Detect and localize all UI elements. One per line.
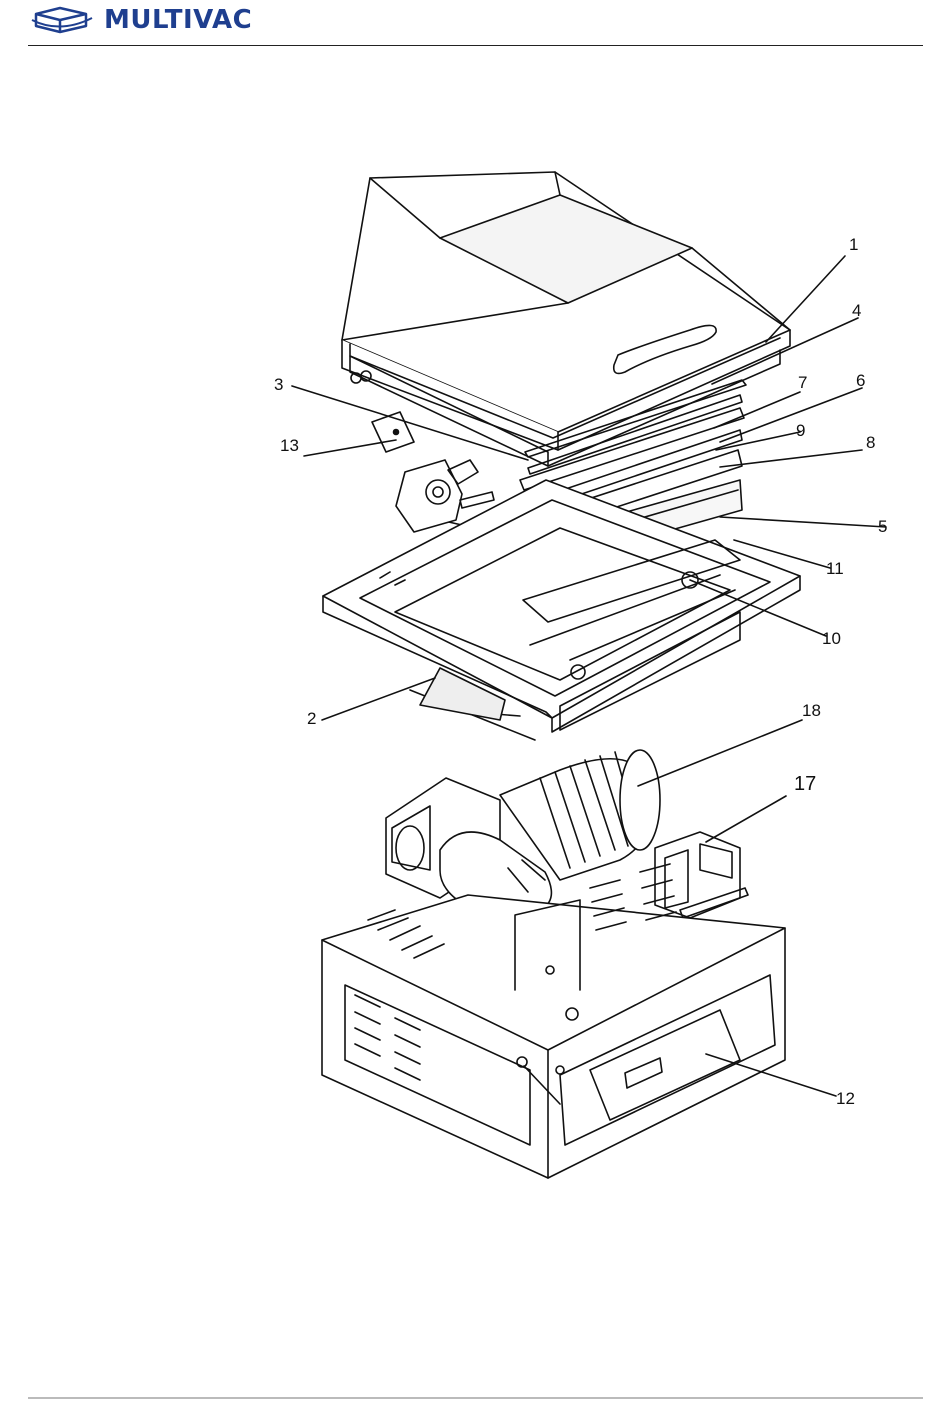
callout-3: 3 [274, 375, 283, 394]
callout-5: 5 [878, 517, 887, 536]
callout-18: 18 [802, 701, 821, 720]
callout-17: 17 [794, 773, 816, 795]
callout-7: 7 [798, 373, 807, 392]
lid-assembly [342, 172, 790, 466]
callout-4: 4 [852, 301, 861, 320]
callout-11: 11 [826, 559, 844, 578]
callout-9: 9 [796, 421, 805, 440]
callout-2: 2 [307, 709, 316, 728]
machine-housing [322, 864, 785, 1178]
transformer [655, 832, 748, 918]
callout-10: 10 [822, 629, 841, 648]
callout-12: 12 [836, 1089, 855, 1108]
callout-8: 8 [866, 433, 875, 452]
vacuum-chamber [323, 480, 800, 740]
callout-6: 6 [856, 371, 865, 390]
callout-13: 13 [280, 436, 299, 455]
callout-1: 1 [849, 235, 858, 254]
vacuum-pump [386, 750, 660, 915]
footer-rule [28, 1397, 923, 1399]
